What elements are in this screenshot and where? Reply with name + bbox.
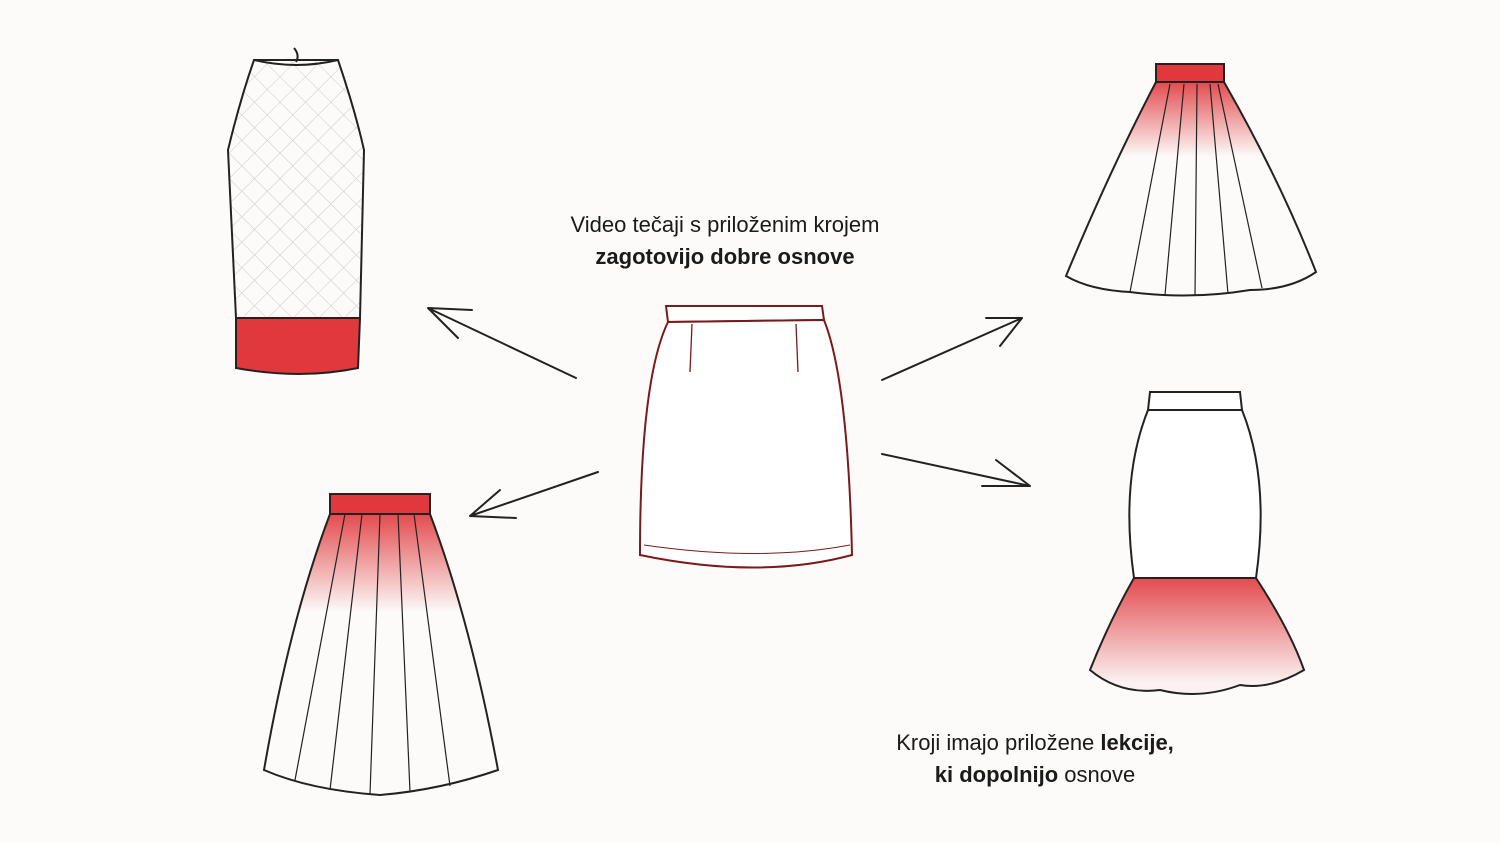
caption-bottom: Kroji imajo priložene lekcije, ki dopoln…: [830, 727, 1240, 791]
arrow-to-circle-skirt: [881, 317, 1023, 381]
arrows: [427, 307, 1031, 519]
arrow-to-mermaid-skirt: [881, 453, 1031, 487]
caption-top-line2: zagotovijo dobre osnove: [595, 244, 855, 269]
arrow-to-pencil-skirt: [427, 307, 577, 379]
caption-bottom-line1-regular: Kroji imajo priložene: [896, 730, 1101, 755]
caption-top-line1: Video tečaji s priloženim krojem: [570, 212, 880, 237]
arrow-to-pleated-skirt: [469, 471, 599, 519]
caption-top: Video tečaji s priloženim krojem zagotov…: [500, 209, 950, 273]
basic-skirt-pattern: [638, 305, 854, 569]
caption-bottom-line2-bold: ki dopolnijo: [934, 762, 1059, 787]
caption-bottom-line2-regular: osnove: [1058, 762, 1136, 787]
mermaid-skirt-flounce: [1088, 391, 1306, 695]
circle-skirt-gathered: [1064, 63, 1318, 297]
pencil-skirt-quilted: [226, 47, 366, 375]
pleated-a-line-skirt: [262, 493, 500, 797]
caption-bottom-line1-bold: lekcije,: [1100, 730, 1174, 755]
